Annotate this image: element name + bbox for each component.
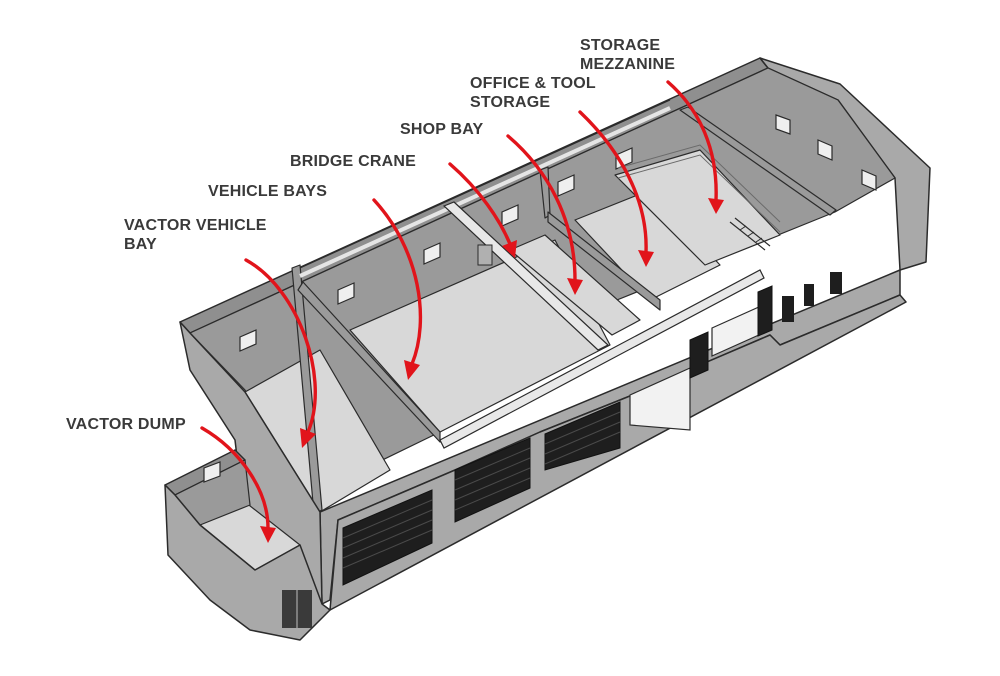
- label-vactor-dump: VACTOR DUMP: [66, 416, 186, 433]
- label-vehicle-bays: VEHICLE BAYS: [208, 183, 328, 200]
- window-5: [557, 174, 575, 197]
- partition-vehicle: [297, 281, 441, 443]
- open-bay: [629, 367, 691, 431]
- arrow-vactor-dump: [200, 426, 270, 530]
- mezzanine-floor: [614, 149, 781, 266]
- personnel-door-2: [804, 284, 814, 306]
- label-storage-mezzanine: STORAGE MEZZANINE: [580, 36, 675, 74]
- mezzanine-railing: [617, 144, 781, 233]
- label-vactor-vehicle-bay: VACTOR VEHICLE BAY: [124, 216, 267, 254]
- arrow-vactor-vehicle-bay: [244, 258, 317, 434]
- overhead-door-1: [342, 489, 433, 586]
- overhead-door-3: [544, 401, 621, 471]
- window-10: [203, 461, 221, 483]
- arrow-bridge-crane: [448, 162, 512, 246]
- label-vactor-vehicle-line1: VACTOR VEHICLE: [124, 217, 267, 234]
- arrow-storage-mezzanine: [666, 80, 718, 202]
- overhead-door-5: [757, 285, 773, 337]
- label-office-tool-storage: OFFICE & TOOL STORAGE: [470, 74, 596, 112]
- window-7: [775, 114, 791, 135]
- bridge-crane-beam: [442, 201, 610, 351]
- front-wall-lower: [329, 294, 907, 611]
- personnel-door-1: [782, 296, 794, 322]
- overhead-door-2: [454, 437, 531, 523]
- window-9: [861, 169, 877, 191]
- overhead-door-4: [689, 331, 709, 379]
- label-office-tool-line1: OFFICE & TOOL: [470, 75, 596, 92]
- crane-hoist: [477, 244, 493, 266]
- label-bridge-crane: BRIDGE CRANE: [290, 153, 416, 170]
- mezzanine-stair: [729, 217, 771, 251]
- windows: [203, 114, 877, 483]
- window-2: [337, 282, 355, 305]
- arrow-vehicle-bays: [372, 198, 423, 366]
- bridge-crane-rail: [439, 269, 765, 449]
- window-1: [239, 329, 257, 352]
- window-8: [817, 139, 833, 161]
- label-shop-bay: SHOP BAY: [400, 121, 484, 138]
- label-vactor-vehicle-line2: BAY: [124, 236, 157, 253]
- arrow-office-tool-storage: [578, 110, 648, 254]
- partition-mezz: [679, 106, 837, 216]
- callout-arrows: [200, 80, 724, 543]
- partition-office: [547, 211, 661, 311]
- arrow-shop-bay: [506, 134, 577, 282]
- label-office-tool-line2: STORAGE: [470, 94, 551, 111]
- label-storage-mezzanine-line2: MEZZANINE: [580, 56, 676, 73]
- window-4: [501, 204, 519, 227]
- label-storage-mezzanine-line1: STORAGE: [580, 37, 661, 54]
- window-3: [423, 242, 441, 265]
- door-slats: [342, 411, 621, 569]
- personnel-door-3: [830, 272, 842, 294]
